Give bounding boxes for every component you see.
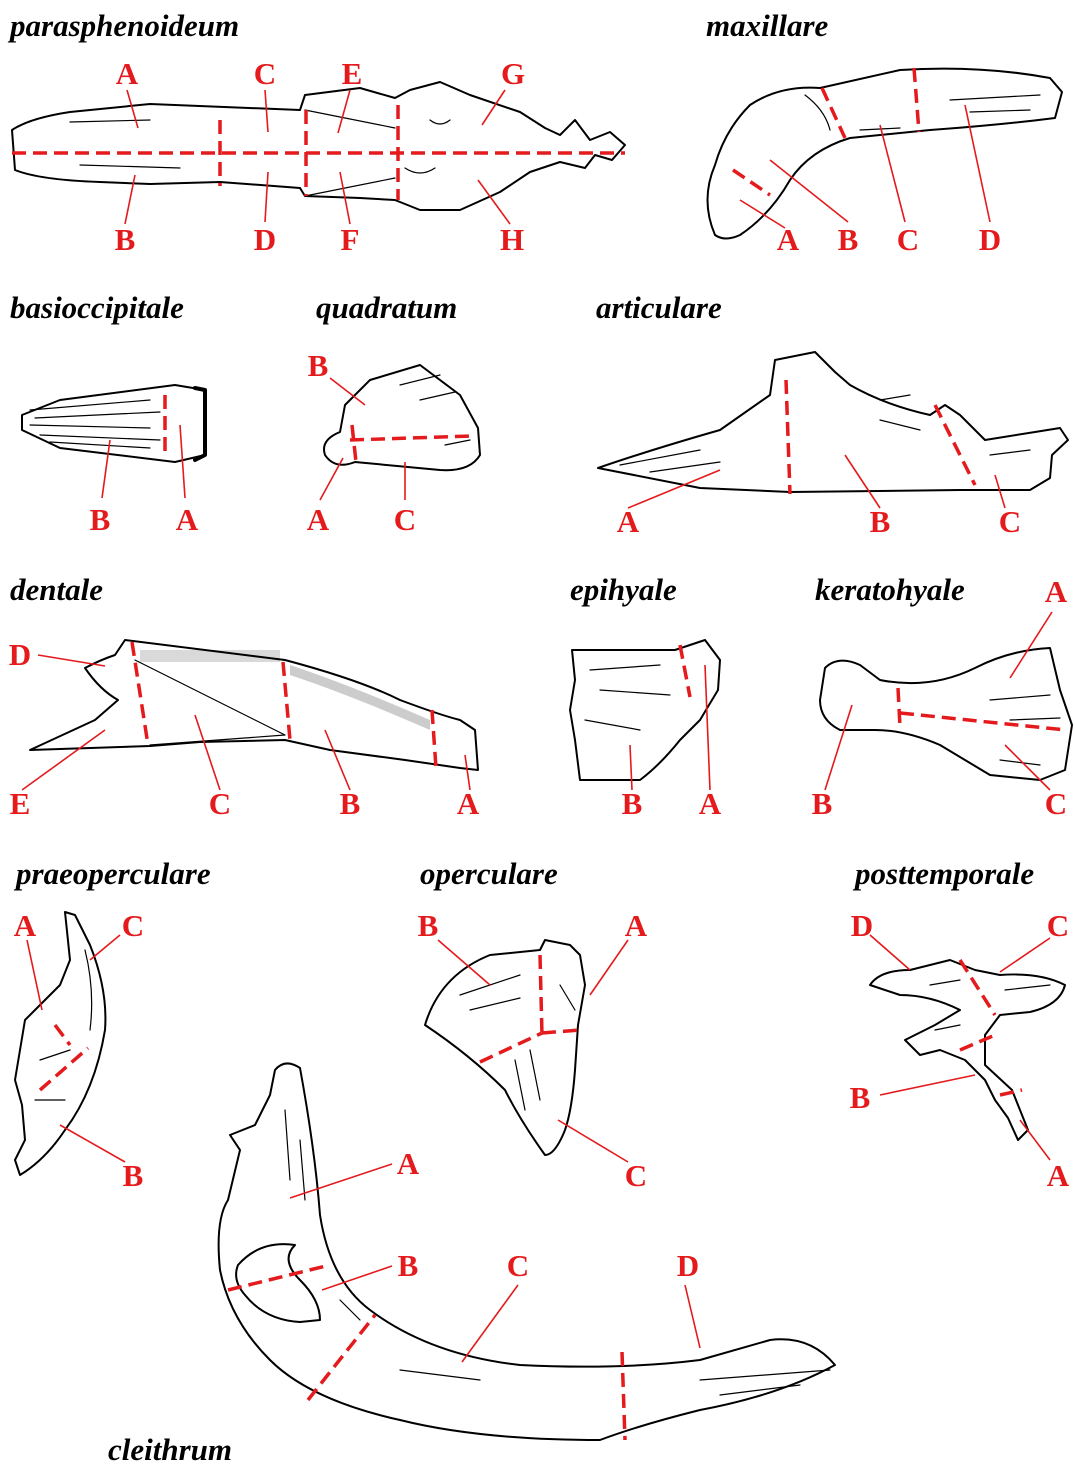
cleithrum-figure: cleithrum A B C D	[108, 1063, 835, 1465]
parasphenoideum-label-h: H	[500, 222, 524, 257]
maxillare-label-d: D	[979, 222, 1001, 257]
keratohyale-outline	[820, 648, 1072, 780]
dentale-label-b: B	[340, 786, 361, 821]
maxillare-cut-3	[914, 68, 919, 132]
basioccipitale-outline	[22, 385, 205, 462]
basioccipitale-title: basioccipitale	[10, 290, 184, 325]
cleithrum-label-c: C	[507, 1248, 529, 1283]
posttemporale-label-b: B	[850, 1080, 871, 1115]
parasphenoideum-figure: parasphenoideum A B C D E F G H	[7, 8, 625, 257]
posttemporale-label-d: D	[851, 908, 873, 943]
maxillare-cut-1	[733, 170, 770, 195]
quadratum-cut-2	[352, 425, 356, 462]
dentale-label-a: A	[457, 786, 480, 821]
basioccipitale-label-a: A	[176, 502, 199, 537]
articulare-title: articulare	[596, 290, 722, 325]
epihyale-outline	[570, 640, 720, 780]
epihyale-label-a: A	[699, 786, 722, 821]
dentale-figure: dentale D E C B A	[9, 572, 480, 821]
posttemporale-cut-1	[960, 960, 995, 1015]
quadratum-figure: quadratum B A C	[307, 290, 480, 537]
maxillare-label-c: C	[897, 222, 919, 257]
maxillare-label-a: A	[777, 222, 800, 257]
praeoperculare-label-a: A	[14, 908, 37, 943]
operculare-cut-2	[542, 1030, 580, 1033]
maxillare-title: maxillare	[706, 8, 829, 43]
praeoperculare-figure: praeoperculare A C B	[13, 856, 211, 1193]
maxillare-label-b: B	[838, 222, 859, 257]
epihyale-figure: epihyale B A	[570, 572, 722, 821]
posttemporale-figure: posttemporale D C B A	[850, 856, 1070, 1193]
keratohyale-label-c: C	[1045, 786, 1067, 821]
articulare-cut-1	[786, 380, 790, 494]
dentale-cut-2	[283, 662, 290, 740]
quadratum-title: quadratum	[316, 290, 457, 325]
keratohyale-cut-2	[900, 713, 1066, 730]
keratohyale-label-b: B	[812, 786, 833, 821]
cleithrum-label-a: A	[397, 1146, 420, 1181]
keratohyale-figure: keratohyale A B C	[812, 572, 1072, 821]
dentale-label-d: D	[9, 637, 31, 672]
dentale-title: dentale	[10, 572, 103, 607]
cleithrum-title: cleithrum	[108, 1432, 232, 1465]
parasphenoideum-label-f: F	[341, 222, 360, 257]
articulare-cut-2	[935, 405, 975, 485]
praeoperculare-cut-1	[55, 1025, 70, 1045]
parasphenoideum-label-c: C	[254, 56, 276, 91]
basioccipitale-figure: basioccipitale B A	[10, 290, 205, 537]
quadratum-label-a: A	[307, 502, 330, 537]
operculare-title: operculare	[420, 856, 558, 891]
operculare-label-b: B	[418, 908, 439, 943]
keratohyale-label-a: A	[1045, 574, 1068, 609]
parasphenoideum-label-b: B	[115, 222, 136, 257]
basioccipitale-label-b: B	[90, 502, 111, 537]
cleithrum-label-b: B	[398, 1248, 419, 1283]
articulare-label-c: C	[999, 504, 1021, 539]
praeoperculare-label-c: C	[122, 908, 144, 943]
operculare-outline	[425, 940, 585, 1155]
epihyale-title: epihyale	[570, 572, 677, 607]
posttemporale-label-c: C	[1047, 908, 1069, 943]
dentale-label-c: C	[209, 786, 231, 821]
maxillare-cut-2	[822, 88, 845, 138]
keratohyale-title: keratohyale	[815, 572, 965, 607]
dentale-cut-3	[432, 710, 436, 768]
articulare-label-a: A	[617, 504, 640, 539]
quadratum-label-b: B	[308, 348, 329, 383]
posttemporale-label-a: A	[1047, 1158, 1070, 1193]
quadratum-cut-1	[350, 436, 472, 440]
operculare-cut-1	[540, 955, 542, 1035]
parasphenoideum-label-a: A	[116, 56, 139, 91]
articulare-outline	[598, 352, 1068, 492]
posttemporale-title: posttemporale	[852, 856, 1034, 891]
cleithrum-cut-1	[228, 1265, 330, 1290]
parasphenoideum-label-d: D	[254, 222, 276, 257]
operculare-label-a: A	[625, 908, 648, 943]
quadratum-label-c: C	[394, 502, 416, 537]
cleithrum-cut-2	[308, 1315, 375, 1400]
parasphenoideum-title: parasphenoideum	[7, 8, 239, 43]
epihyale-label-b: B	[622, 786, 643, 821]
praeoperculare-title: praeoperculare	[13, 856, 211, 891]
quadratum-outline	[324, 365, 480, 470]
articulare-figure: articulare A B C	[596, 290, 1068, 539]
praeoperculare-outline	[15, 912, 105, 1175]
epihyale-cut-1	[680, 645, 690, 697]
praeoperculare-cut-2	[40, 1048, 88, 1090]
posttemporale-cut-2	[960, 1035, 995, 1050]
parasphenoideum-label-g: G	[501, 56, 525, 91]
parasphenoideum-label-e: E	[342, 56, 363, 91]
keratohyale-cut-1	[898, 688, 900, 727]
praeoperculare-label-b: B	[123, 1158, 144, 1193]
articulare-label-b: B	[870, 504, 891, 539]
posttemporale-cut-3	[1000, 1090, 1022, 1095]
cleithrum-label-d: D	[677, 1248, 699, 1283]
operculare-cut-3	[480, 1033, 542, 1062]
dentale-label-e: E	[10, 786, 31, 821]
maxillare-figure: maxillare A B C D	[706, 8, 1062, 257]
operculare-label-c: C	[625, 1158, 647, 1193]
parasphenoideum-outline	[12, 82, 625, 210]
operculare-figure: operculare B A C	[418, 856, 648, 1193]
